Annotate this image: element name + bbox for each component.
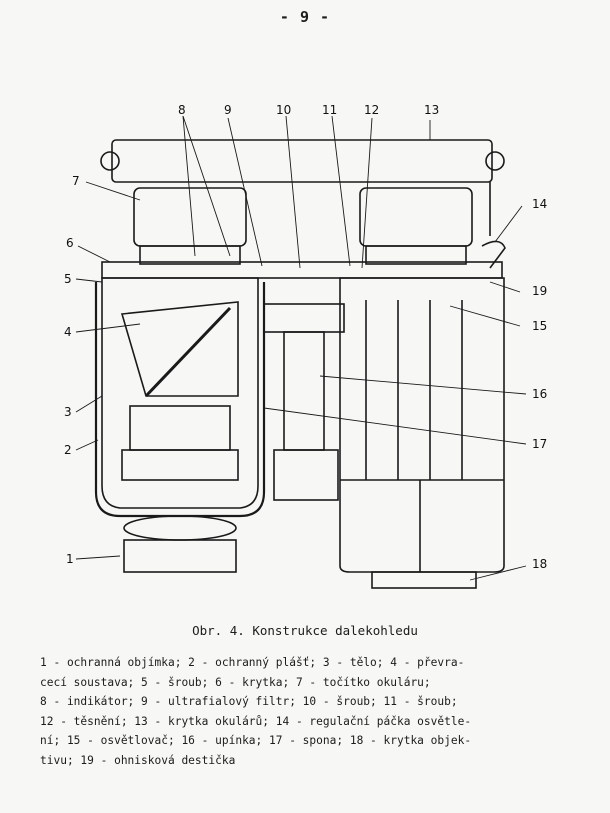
callout-12: 12	[364, 103, 379, 117]
hinge-upper	[263, 303, 345, 333]
callout-6: 6	[66, 236, 74, 250]
legend-line: 1 - ochranná objímka; 2 - ochranný plášť…	[40, 656, 465, 669]
callout-13: 13	[424, 103, 439, 117]
callout-7: 7	[72, 174, 80, 188]
cap-knob-right	[485, 151, 505, 171]
legend-line: cecí soustava; 5 - šroub; 6 - krytka; 7 …	[40, 675, 431, 689]
callout-15: 15	[532, 319, 547, 333]
eyepiece-cap	[111, 139, 493, 183]
technical-drawing: 1 2 3 4 5 6 7 8 9 10 11 12 13 14 15 16 1…	[64, 103, 547, 589]
callout-2: 2	[64, 443, 72, 457]
callout-9: 9	[224, 103, 232, 117]
legend-line: tivu; 19 - ohnisková destička	[40, 753, 236, 767]
page-number: - 9 -	[279, 8, 331, 26]
objective-lens	[123, 515, 237, 541]
left-body-housing	[101, 277, 259, 509]
callout-8: 8	[178, 103, 186, 117]
hinge-lower	[273, 449, 339, 501]
callout-16: 16	[532, 387, 547, 401]
prism-system	[120, 301, 239, 397]
callout-19: 19	[532, 284, 547, 298]
illumination-lever	[481, 240, 506, 269]
right-eyepiece-ring	[359, 187, 473, 247]
callout-14: 14	[532, 197, 547, 211]
figure-caption: Obr. 4. Konstrukce dalekohledu	[192, 623, 418, 638]
callout-10: 10	[276, 103, 291, 117]
callout-11: 11	[322, 103, 337, 117]
cap-knob-left	[100, 151, 120, 171]
callout-5: 5	[64, 272, 72, 286]
right-objective-cap	[371, 571, 477, 589]
figure-legend: 1 - ochranná objímka; 2 - ochranný plášť…	[40, 653, 580, 771]
callout-4: 4	[64, 325, 72, 339]
callout-17: 17	[532, 437, 547, 451]
binocular-construction-drawing: 1 2 3 4 5 6 7 8 9 10 11 12 13 14 15 16 1…	[50, 96, 570, 596]
callout-1: 1	[66, 552, 74, 566]
callout-labels: 1 2 3 4 5 6 7 8 9 10 11 12 13 14 15 16 1…	[64, 103, 547, 571]
hinge-column	[283, 331, 325, 451]
right-body-housing	[339, 277, 505, 573]
legend-line: 8 - indikátor; 9 - ultrafialový filtr; 1…	[40, 695, 458, 709]
legend-line: 12 - těsnění; 13 - krytka okulárů; 14 - …	[40, 714, 472, 728]
leader-lines	[75, 115, 527, 581]
legend-line: ní; 15 - osvětlovač; 16 - upínka; 17 - s…	[40, 734, 472, 748]
callout-18: 18	[532, 557, 547, 571]
callout-3: 3	[64, 405, 72, 419]
left-objective-cap	[123, 539, 237, 573]
